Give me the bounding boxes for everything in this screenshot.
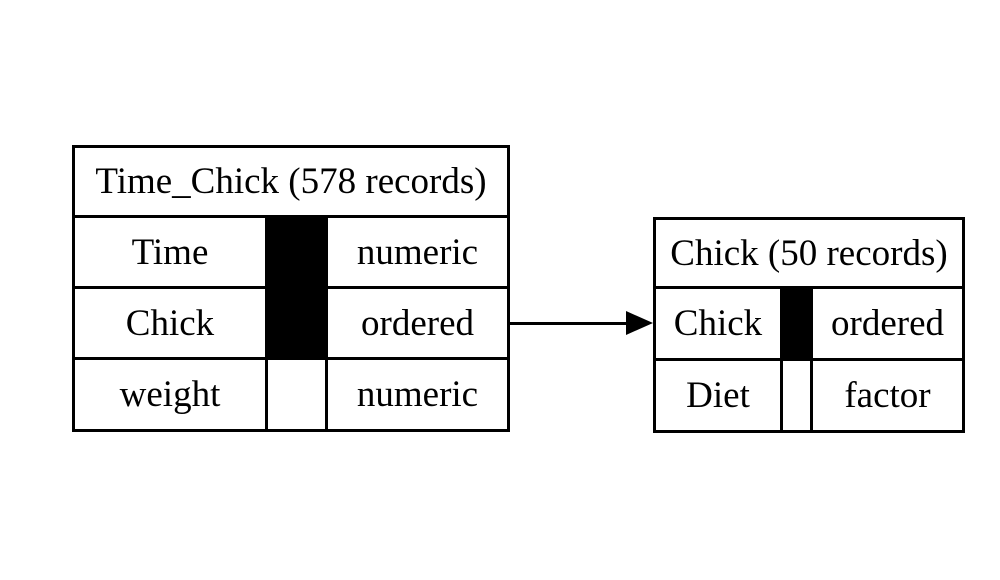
key-indicator-cell: [268, 218, 328, 289]
column-name: Time: [75, 218, 268, 289]
arrow-line: [510, 322, 630, 325]
key-indicator-cell: [268, 289, 328, 360]
column-type: numeric: [328, 218, 507, 289]
table-node-time-chick: Time_Chick (578 records) Time numeric Ch…: [72, 145, 510, 432]
table-node-chick: Chick (50 records) Chick ordered Diet fa…: [653, 217, 965, 433]
arrow-head-icon: [626, 311, 653, 335]
column-type: ordered: [328, 289, 507, 360]
table-title: Time_Chick (578 records): [75, 148, 507, 218]
column-type: ordered: [813, 289, 962, 361]
key-indicator-cell: [783, 289, 813, 361]
key-indicator-cell: [783, 361, 813, 430]
column-name: Diet: [656, 361, 783, 430]
key-indicator-cell: [268, 360, 328, 429]
column-type: factor: [813, 361, 962, 430]
table-title: Chick (50 records): [656, 220, 962, 289]
column-type: numeric: [328, 360, 507, 429]
column-name: Chick: [656, 289, 783, 361]
column-name: weight: [75, 360, 268, 429]
column-name: Chick: [75, 289, 268, 360]
